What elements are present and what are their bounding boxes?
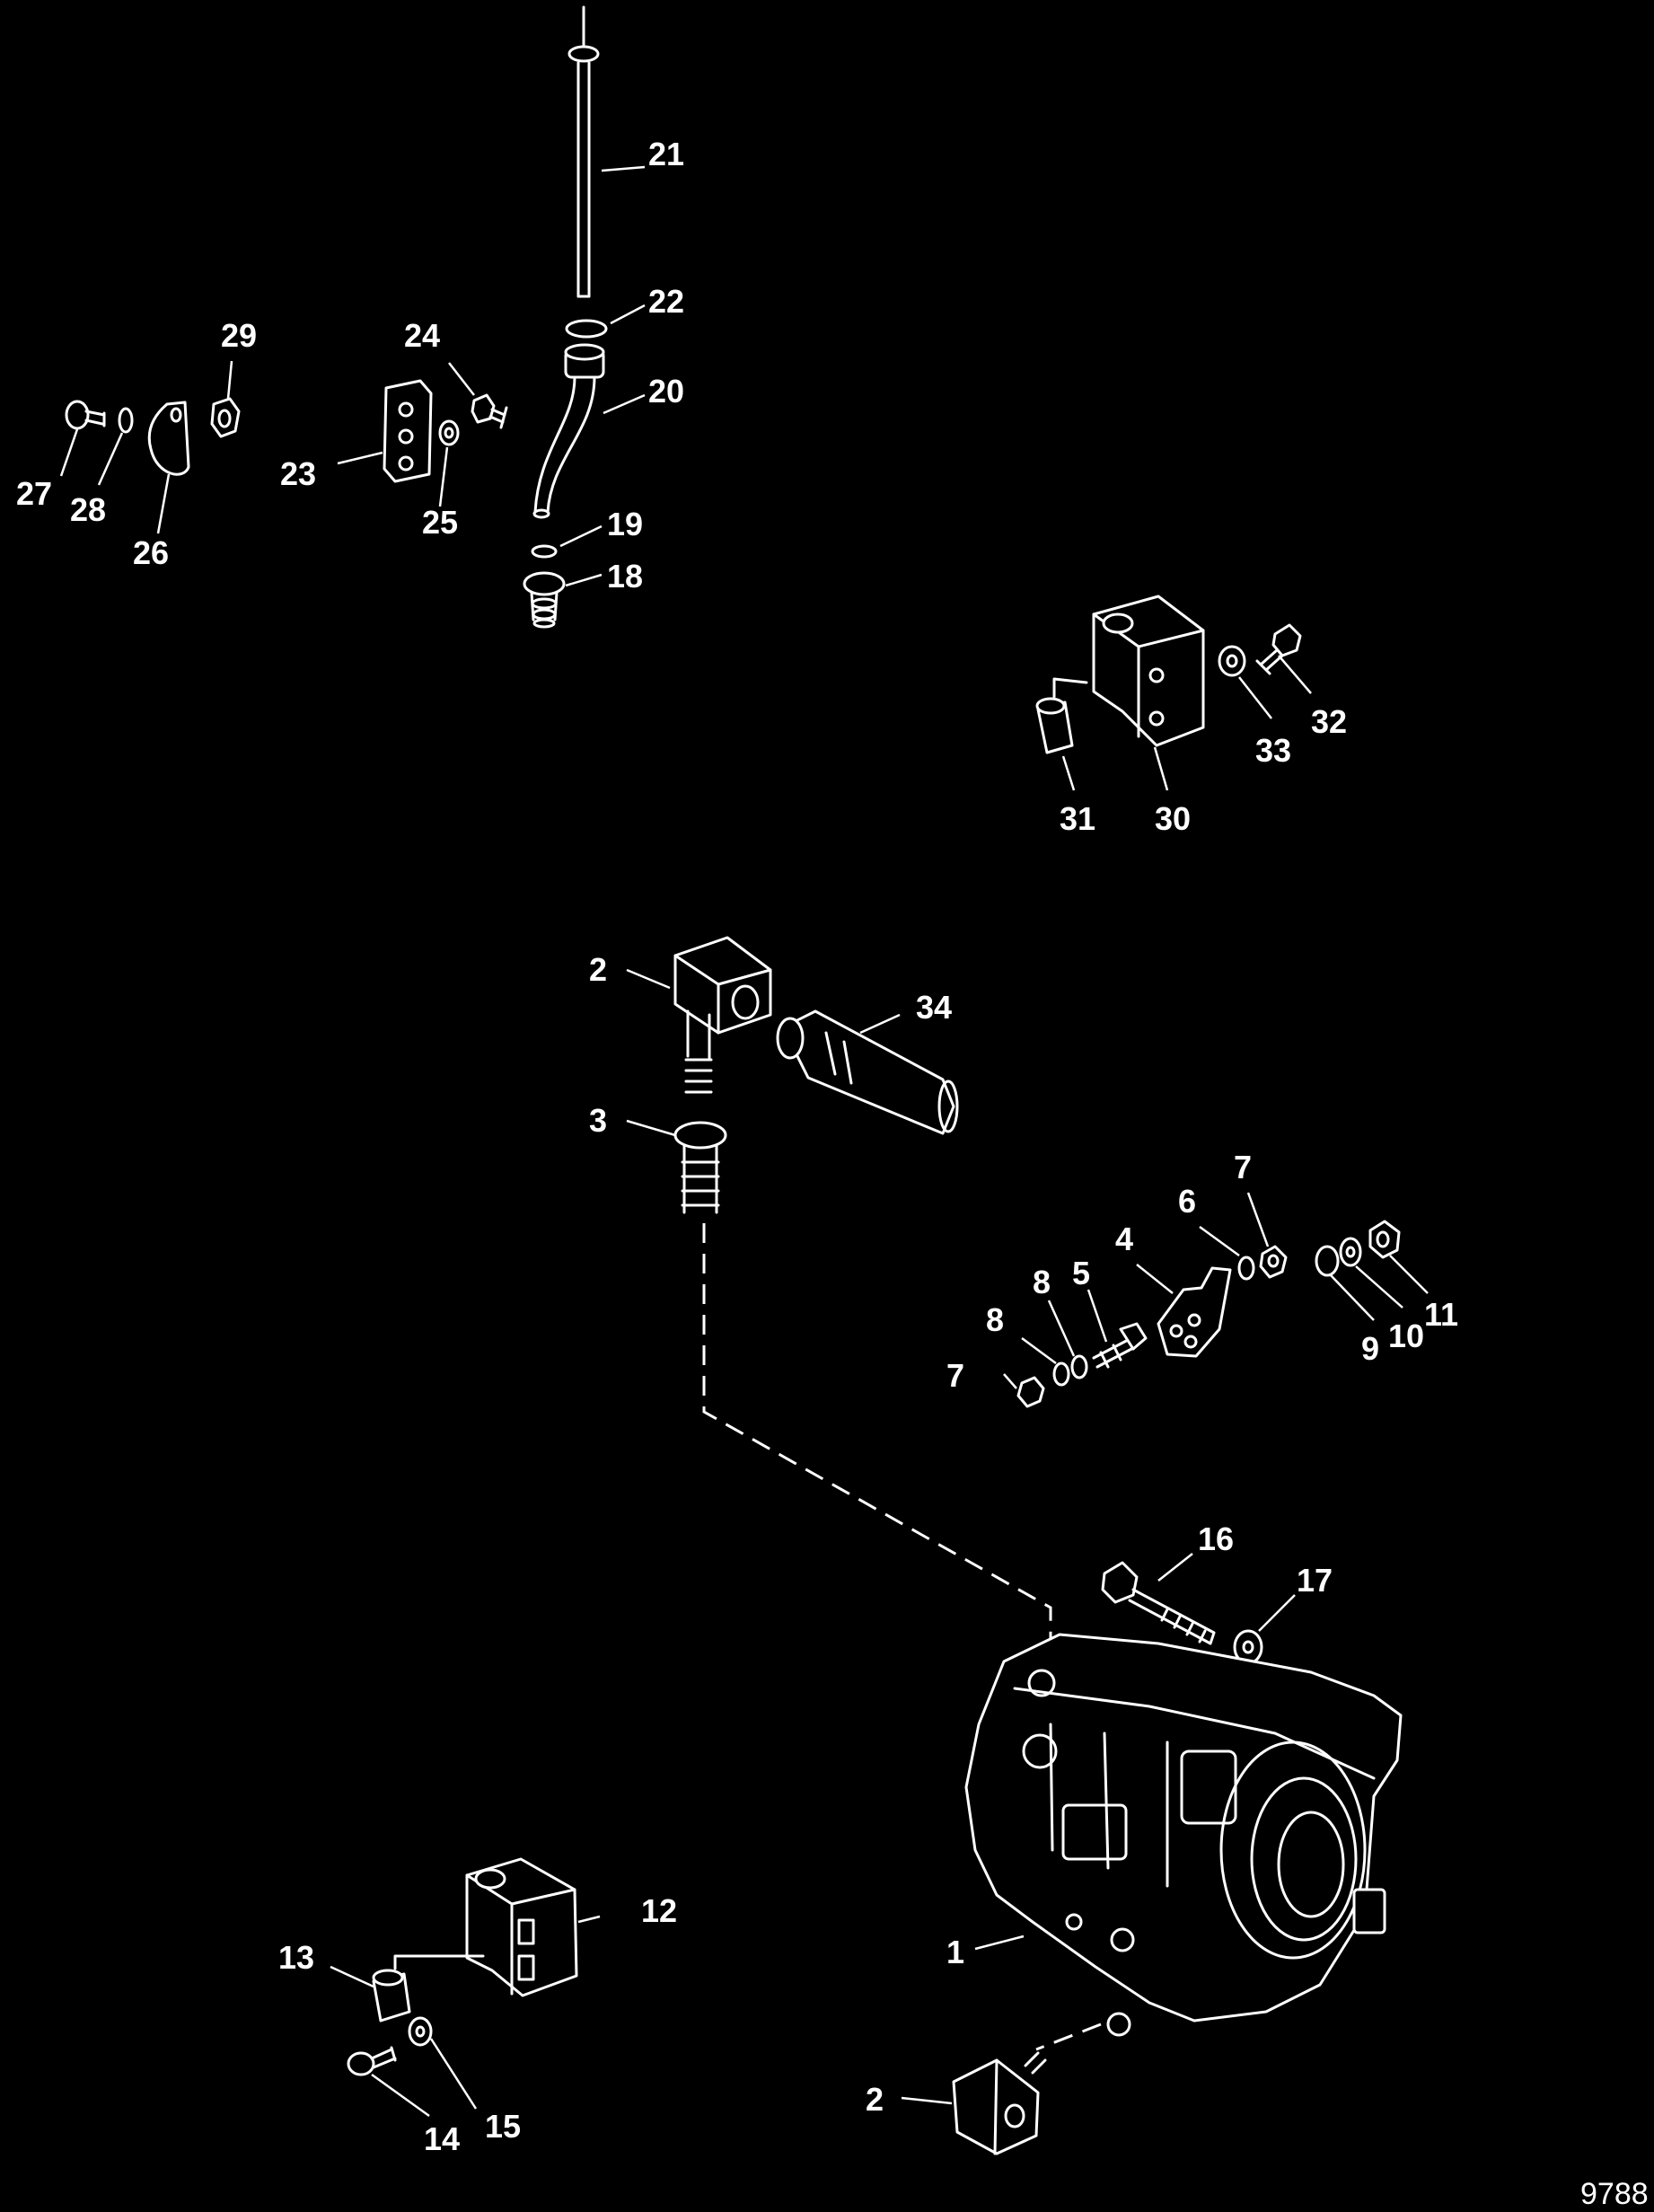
o-ring-part-22 [565, 319, 608, 339]
washer-part-8-right [1070, 1354, 1088, 1379]
callout-7-left: 7 [946, 1357, 964, 1394]
insert-part-13 [372, 1954, 485, 2023]
clip-part-26 [147, 401, 190, 476]
nut-part-7-left [1016, 1376, 1045, 1408]
callout-14: 14 [424, 2120, 460, 2157]
dipstick-tube-elbow-part-20 [532, 343, 605, 519]
callout-16: 16 [1198, 1520, 1234, 1557]
callout-1: 1 [946, 1934, 964, 1970]
callout-23: 23 [280, 455, 316, 492]
bolt-part-16 [1101, 1561, 1216, 1645]
callout-7-right: 7 [1234, 1149, 1252, 1185]
shift-lever-part-4 [1157, 1266, 1232, 1358]
callout-2-lower: 2 [866, 2081, 884, 2118]
callout-34: 34 [916, 989, 952, 1026]
assembly-path-line-lower [1035, 2023, 1102, 2051]
washer-part-6 [1237, 1256, 1255, 1281]
callout-13: 13 [278, 1939, 314, 1976]
callout-20: 20 [648, 373, 684, 410]
callout-4: 4 [1115, 1221, 1133, 1257]
callout-6: 6 [1178, 1183, 1196, 1220]
callout-30: 30 [1155, 800, 1191, 837]
washer-part-8-left [1052, 1362, 1070, 1387]
callout-5: 5 [1072, 1255, 1090, 1291]
callout-31: 31 [1060, 800, 1095, 837]
bolt-part-14 [347, 2046, 397, 2076]
callout-19: 19 [607, 506, 643, 542]
callout-27: 27 [16, 475, 52, 512]
transmission-part-1 [964, 1633, 1403, 2037]
o-ring-part-19 [531, 544, 558, 559]
washer-part-25 [438, 419, 460, 446]
callout-22: 22 [648, 283, 684, 320]
callout-29: 29 [221, 317, 257, 354]
callout-32: 32 [1311, 703, 1347, 740]
callout-17: 17 [1297, 1562, 1333, 1599]
callout-8-right: 8 [1033, 1264, 1051, 1300]
tube-part-34 [776, 1009, 959, 1135]
mount-block-part-12 [465, 1857, 578, 1997]
fitting-part-3 [673, 1121, 727, 1214]
nut-part-11 [1368, 1220, 1401, 1259]
bolt-part-24 [471, 393, 508, 429]
plug-part-18 [523, 571, 566, 629]
callout-18: 18 [607, 558, 643, 595]
callout-21: 21 [648, 136, 684, 172]
nut-part-29 [210, 397, 241, 438]
callout-15: 15 [485, 2108, 521, 2145]
elbow-fitting-part-2-lower [952, 2051, 1047, 2155]
assembly-path-line [702, 1223, 1052, 1660]
washer-part-10 [1339, 1237, 1362, 1267]
mount-block-part-30 [1092, 595, 1205, 747]
callout-11: 11 [1424, 1296, 1458, 1333]
washer-part-33 [1218, 645, 1246, 677]
bracket-part-23 [383, 379, 433, 483]
callout-33: 33 [1255, 732, 1291, 769]
nut-part-7-right [1259, 1245, 1288, 1279]
elbow-fitting-part-2-upper [673, 936, 772, 1094]
dipstick-tube-part-21 [567, 5, 600, 298]
callout-8-left: 8 [986, 1301, 1004, 1338]
stud-part-5 [1092, 1322, 1148, 1369]
callout-labels: 21 22 20 19 18 29 24 23 25 26 27 28 31 3… [16, 136, 1458, 2157]
callout-25: 25 [422, 504, 458, 541]
callout-28: 28 [70, 491, 106, 528]
washer-part-28 [118, 407, 134, 434]
bolt-part-32 [1255, 623, 1302, 675]
washer-part-9 [1315, 1245, 1340, 1277]
leader-lines [59, 165, 1429, 2118]
figure-number: 9788 [1580, 2177, 1649, 2211]
washer-part-15 [408, 2016, 433, 2047]
callout-10: 10 [1388, 1318, 1424, 1354]
bolt-part-27 [65, 400, 106, 430]
callout-9: 9 [1361, 1330, 1379, 1367]
callout-3: 3 [589, 1102, 607, 1139]
callout-26: 26 [133, 534, 169, 571]
insert-part-31 [1035, 677, 1088, 754]
callout-24: 24 [404, 317, 440, 354]
callout-2-upper: 2 [589, 951, 607, 988]
callout-12: 12 [641, 1892, 677, 1929]
